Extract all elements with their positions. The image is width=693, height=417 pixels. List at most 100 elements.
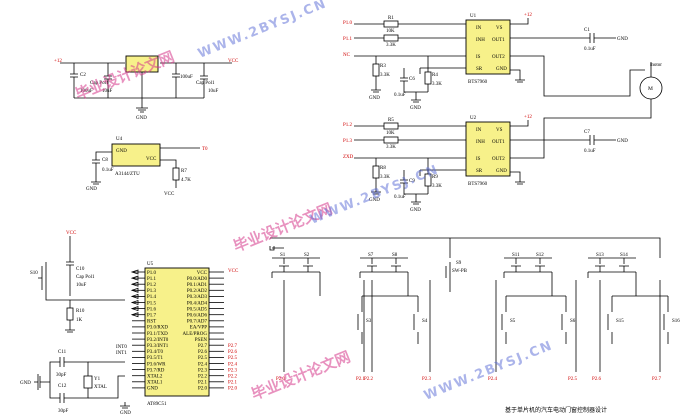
bb-pin-vs: VS bbox=[496, 128, 503, 133]
mcu-right-net: P2.6 bbox=[228, 350, 238, 355]
mcu-right-pin: P0.2/AD2 bbox=[187, 289, 208, 294]
watermark-en-2: WWW.2BYSJ.CN bbox=[308, 162, 442, 228]
bb-c7-val: 0.1uF bbox=[584, 149, 596, 154]
crystal-xtal-type: XTAL bbox=[94, 385, 107, 390]
bt-r3-ref: R3 bbox=[380, 64, 386, 69]
keypad-switch-label: S3 bbox=[366, 319, 372, 324]
bb-input-zxd: ZXD bbox=[343, 155, 354, 160]
keypad-switch-label: S6 bbox=[570, 319, 576, 324]
mcu-left-pin: P3.4/T0 bbox=[147, 350, 163, 355]
crystal-section: GND C11 30pF C12 30pF Y1 XTAL GND bbox=[20, 350, 131, 416]
mcu-right-pin: P0.0/AD0 bbox=[187, 277, 208, 282]
bridge-top-ref: U1 bbox=[470, 14, 477, 19]
bt-r1-ref: R1 bbox=[388, 16, 394, 21]
bt-c6-val: 0.1uF bbox=[394, 93, 406, 98]
mcu-pins: P1.0P1.1P1.2P1.3P1.4P1.5P1.6P1.7RSTP3.0/… bbox=[130, 269, 238, 392]
mcu-left-pin: P3.2/INT0 bbox=[147, 338, 169, 343]
bb-pin-in: IN bbox=[476, 128, 482, 133]
sensor-note: VCC bbox=[164, 192, 175, 197]
bb-gnd-label2: GND bbox=[369, 198, 380, 203]
keypad-switch-label: S11 bbox=[512, 253, 520, 258]
reg-c3-val: 10uF bbox=[102, 89, 113, 94]
motor-label: M bbox=[648, 86, 653, 92]
bt-gnd-right: GND bbox=[617, 37, 628, 42]
crystal-gnd: GND bbox=[20, 381, 31, 386]
keypad-common: S9 bbox=[456, 261, 462, 266]
bt-pin-out2: OUT2 bbox=[492, 55, 505, 60]
mcu-left-pin: P1.6 bbox=[147, 307, 157, 312]
motor-name: motor bbox=[650, 63, 662, 68]
bridge-bot-section: U2 BTS7960 IN INH IS SR VS OUT1 OUT2 GND… bbox=[343, 115, 628, 213]
mcu-right-pin: P0.5/AD5 bbox=[187, 307, 208, 312]
bb-pin-out1: OUT1 bbox=[492, 140, 505, 145]
bb-pin-is: IS bbox=[476, 157, 481, 162]
keypad-net-label: P2.1 bbox=[356, 377, 366, 382]
bb-pin-gnd: GND bbox=[496, 169, 507, 174]
keypad-switch-label: S2 bbox=[304, 253, 310, 258]
watermark-en-1: WWW.2BYSJ.CN bbox=[196, 0, 330, 62]
mcu-right-net: P2.7 bbox=[228, 344, 238, 349]
bb-r8-ref: R8 bbox=[380, 166, 386, 171]
crystal-c1: C11 bbox=[58, 350, 67, 355]
mcu-right-net: P2.3 bbox=[228, 368, 238, 373]
mcu-right-pin: P2.2 bbox=[198, 375, 208, 380]
bb-gnd-label: GND bbox=[410, 208, 421, 213]
bt-c1-val: 0.1uF bbox=[584, 47, 596, 52]
keypad-net-label: P2.0 bbox=[276, 377, 286, 382]
keypad-switch-label: S7 bbox=[368, 253, 374, 258]
keypad-switch-label: S1 bbox=[280, 253, 286, 258]
crystal-c1-val: 30pF bbox=[56, 373, 67, 378]
keypad-switch-label: S13 bbox=[596, 253, 604, 258]
bt-c1-ref: C1 bbox=[584, 28, 590, 33]
bb-r9-val: 3.3K bbox=[432, 184, 442, 189]
regulator-in-label: +12 bbox=[54, 59, 62, 64]
mcu-int1-net: INT1 bbox=[116, 351, 127, 356]
sensor-pin-gnd: GND bbox=[116, 149, 127, 154]
mcu-right-pin: P2.1 bbox=[198, 381, 208, 386]
keypad-switch-label: S5 bbox=[510, 319, 516, 324]
bt-supply: +12 bbox=[524, 13, 532, 18]
sensor-pin-vcc: VCC bbox=[146, 157, 157, 162]
mcu-left-pin: RST bbox=[147, 320, 156, 325]
watermark-cn-2: 毕业设计论文网 bbox=[231, 200, 335, 256]
mcu-ref: U5 bbox=[147, 262, 154, 267]
bt-r4-val: 3.3K bbox=[432, 82, 442, 87]
bb-r9-ref: R9 bbox=[432, 175, 438, 180]
mcu-left-pin: P1.1 bbox=[147, 277, 157, 282]
mcu-left-pin: XTAL2 bbox=[147, 375, 163, 380]
bb-c7-ref: C7 bbox=[584, 130, 590, 135]
bt-gnd-label: GND bbox=[410, 106, 421, 111]
bridge-top-part: BTS7960 bbox=[468, 80, 488, 85]
footer-caption: 基于单片机的汽车电动门窗控制器设计 bbox=[505, 406, 607, 414]
mcu-left-pin: P3.3/INT1 bbox=[147, 344, 169, 349]
mcu-vcc-net: VCC bbox=[228, 269, 239, 274]
bt-pin-vs: VS bbox=[496, 26, 503, 31]
watermark-cn-3: 毕业设计论文网 bbox=[249, 348, 353, 404]
sensor-res-ref: R7 bbox=[181, 169, 187, 174]
bt-r3-val: 3.3K bbox=[380, 73, 390, 78]
mcu-right-pin: P2.0 bbox=[198, 387, 208, 392]
mcu-right-pin: P2.3 bbox=[198, 368, 208, 373]
mcu-left-pin: P3.5/T1 bbox=[147, 356, 163, 361]
crystal-gnd2: GND bbox=[120, 411, 131, 416]
mcu-right-net: P2.5 bbox=[228, 356, 238, 361]
reset-cap-val: 10uF bbox=[76, 283, 87, 288]
mcu-chip bbox=[144, 267, 210, 397]
keypad-switch-label: S16 bbox=[672, 319, 680, 324]
bb-input-p12: P1.2 bbox=[343, 123, 353, 128]
mcu-section: U5 AT89C51 VCC INT0 INT1 P1.0P1.1P1.2P1.… bbox=[116, 262, 239, 407]
sensor-res-value: 4.7K bbox=[181, 178, 191, 183]
crystal-c2-val: 30pF bbox=[58, 409, 69, 414]
sensor-gnd-label: GND bbox=[86, 187, 97, 192]
mcu-left-pin: P3.7/RD bbox=[147, 368, 165, 373]
bb-pin-inh: INH bbox=[476, 140, 485, 145]
bt-input-p11: P1.1 bbox=[343, 37, 353, 42]
bb-supply: +12 bbox=[524, 115, 532, 120]
mcu-left-pin: P1.3 bbox=[147, 289, 157, 294]
mcu-right-pin: P2.5 bbox=[198, 356, 208, 361]
mcu-left-pin: P1.7 bbox=[147, 314, 157, 319]
bt-r1-val: 10K bbox=[386, 29, 395, 34]
crystal-c2: C12 bbox=[58, 384, 67, 389]
mcu-right-net: P2.4 bbox=[228, 362, 238, 367]
